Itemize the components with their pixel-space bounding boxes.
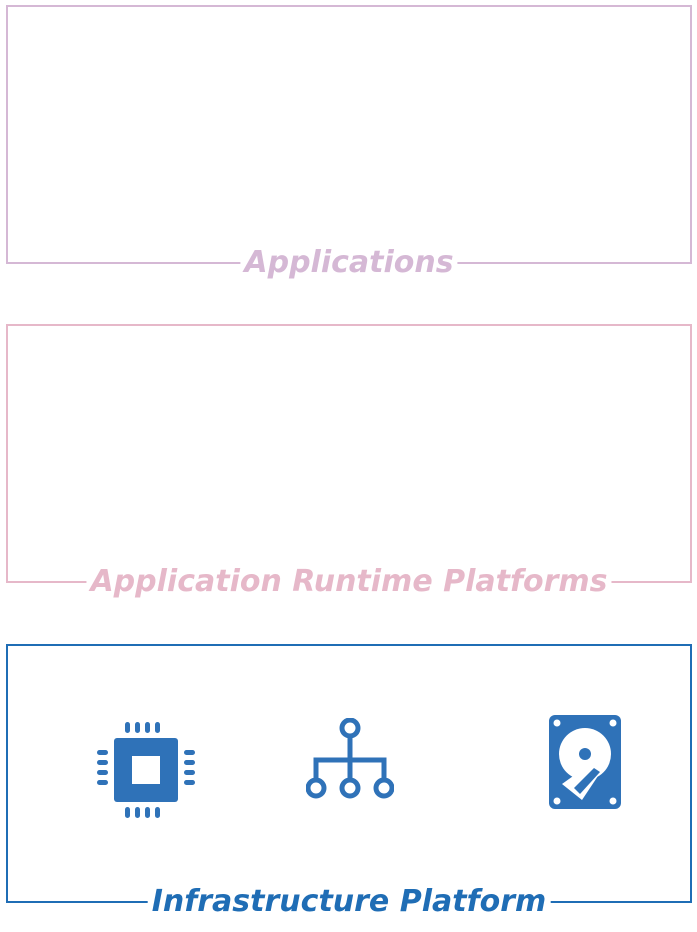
hard-disk-icon <box>549 715 621 809</box>
infrastructure-label: Infrastructure Platform <box>147 884 551 920</box>
applications-layer: Applications <box>6 5 692 281</box>
runtime-platforms-label: Application Runtime Platforms <box>86 564 612 600</box>
applications-label: Applications <box>240 245 458 281</box>
runtime-platforms-layer: Application Runtime Platforms <box>6 324 692 600</box>
network-icon <box>306 718 394 799</box>
infrastructure-layer: Infrastructure Platform <box>6 644 692 920</box>
cpu-icon <box>97 722 195 818</box>
